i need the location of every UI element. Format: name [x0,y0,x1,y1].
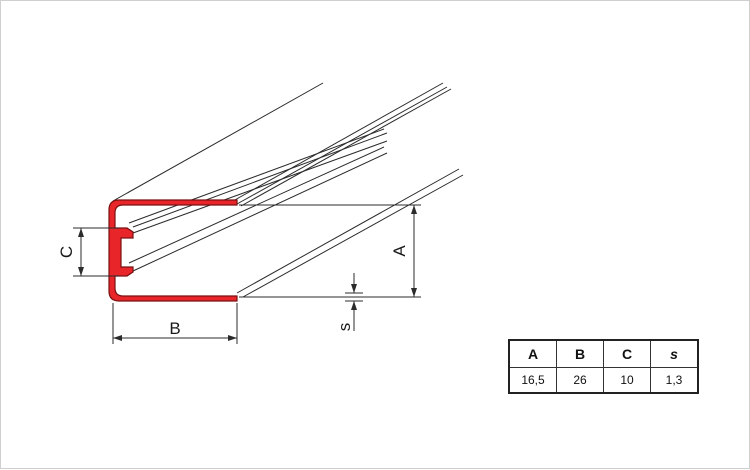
spec-value-b: 26 [556,367,604,394]
dimension-arrowheads [78,205,417,341]
profile-cross-section [108,199,238,302]
spec-value-c: 10 [603,367,651,394]
spec-table-value-row: 16,5 26 10 1,3 [508,367,699,394]
spec-header-b: B [556,339,604,368]
spec-header-c: C [603,339,651,368]
spec-header-s: s [650,339,699,368]
spec-header-a: A [508,339,557,368]
spec-value-a: 16,5 [508,367,557,394]
dimension-label-s: s [335,323,354,332]
dimension-label-c: C [57,246,76,258]
dimension-label-a: A [390,245,409,257]
dimension-label-b: B [169,319,180,338]
profile-extrusion-lines [112,82,464,298]
spec-table-header-row: A B C s [508,339,699,368]
spec-value-s: 1,3 [650,367,699,394]
dimension-spec-table: A B C s 16,5 26 10 1,3 [508,339,699,394]
